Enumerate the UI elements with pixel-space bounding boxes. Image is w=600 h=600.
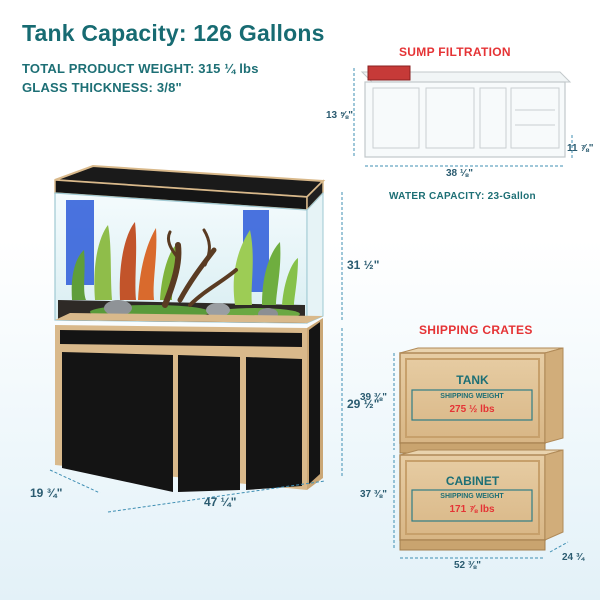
- cabinet-crate-weight: 171 ⅞ lbs: [449, 504, 495, 515]
- aquarium-width-label: 47 ¼": [204, 495, 237, 509]
- crate-dimension-lines: [393, 353, 569, 559]
- cabinet-shipping-crate: [399, 449, 564, 551]
- aquarium-dimension-lines: [49, 192, 343, 513]
- page-title: Tank Capacity: 126 Gallons: [22, 20, 325, 46]
- driftwood: [162, 228, 238, 308]
- sump-water-capacity: WATER CAPACITY: 23-Gallon: [389, 191, 536, 202]
- sump-diagram: [360, 65, 572, 158]
- tank-shipping-crate: [399, 347, 564, 454]
- sump-height-label: 13 ⅝": [326, 110, 353, 121]
- crates-title: SHIPPING CRATES: [419, 323, 533, 337]
- glass-thickness-spec: GLASS THICKNESS: 3/8": [22, 80, 182, 95]
- sump-length-label: 38 ⅛": [446, 168, 473, 179]
- tank-crate-height-label: 39 ⅜": [360, 392, 387, 403]
- aquarium-tank: [54, 164, 326, 324]
- aquarium-cabinet: [55, 313, 323, 492]
- cabinet-crate-weight-label: SHIPPING WEIGHT: [440, 493, 504, 500]
- cabinet-height-label: 29 ½": [347, 397, 380, 411]
- tank-height-label: 31 ½": [347, 258, 380, 272]
- tank-crate-weight: 275 ½ lbs: [449, 404, 495, 415]
- crate-depth-label: 24 ¾: [562, 552, 585, 563]
- tank-crate-label: TANK: [456, 373, 489, 387]
- tank-crate-weight-label: SHIPPING WEIGHT: [440, 393, 504, 400]
- sump-title: SUMP FILTRATION: [399, 45, 511, 59]
- cabinet-crate-label: CABINET: [445, 474, 500, 488]
- total-weight-spec: TOTAL PRODUCT WEIGHT: 315 ¼ lbs: [22, 61, 259, 76]
- sump-baffle-height-label: 11 ⅞": [567, 143, 594, 154]
- sump-dimension-lines: [353, 68, 573, 167]
- aquarium-depth-label: 19 ¾": [30, 486, 63, 500]
- crate-width-label: 52 ⅜": [454, 560, 481, 571]
- cabinet-crate-height-label: 37 ⅜": [360, 489, 387, 500]
